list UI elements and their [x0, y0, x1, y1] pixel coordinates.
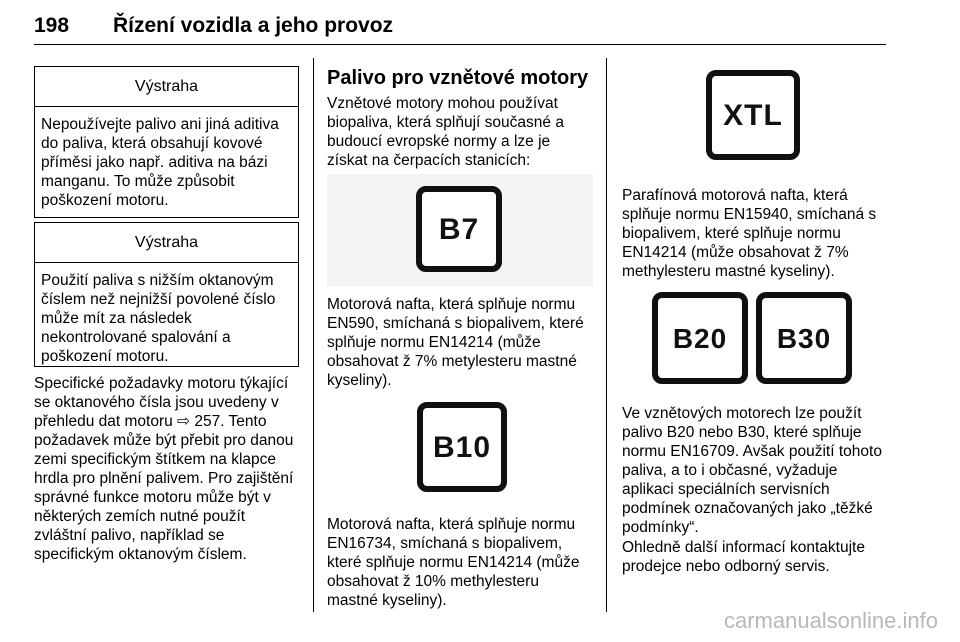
b7-description: Motorová nafta, která splňuje normu EN59… [327, 296, 584, 389]
xtl-label-icon: XTL [706, 70, 800, 160]
warning-text: Nepoužívejte palivo ani jiná aditiva do … [41, 116, 279, 209]
b10-description: Motorová nafta, která splňuje normu EN16… [327, 516, 580, 609]
section-heading: Palivo pro vznětové motory [327, 67, 589, 89]
contact-note: Ohledně další informací kontaktujte prod… [622, 539, 865, 575]
column-divider [313, 58, 314, 612]
column-middle: Palivo pro vznětové motory Vznětové moto… [327, 58, 593, 609]
b10-label-icon: B10 [417, 402, 507, 492]
warning-text: Použití paliva s nižším oktanovým číslem… [41, 272, 276, 365]
warning-heading: Výstraha [35, 223, 298, 263]
xtl-figure: XTL [622, 68, 886, 166]
warning-box: Výstraha Použití paliva s nižším oktanov… [34, 222, 299, 367]
column-divider [606, 58, 607, 612]
xtl-description: Parafínová motorová nafta, která splňuje… [622, 187, 877, 280]
watermark: carmanualsonline.info [723, 608, 938, 633]
warning-box: Výstraha Nepoužívejte palivo ani jiná ad… [34, 66, 299, 218]
b7-label-icon: B7 [416, 186, 502, 272]
b20-b30-figure: B20 B30 [622, 290, 886, 390]
warning-heading: Výstraha [35, 67, 298, 107]
b7-figure: B7 [327, 174, 593, 286]
b20-label-icon: B20 [652, 292, 748, 384]
b30-label-icon: B30 [756, 292, 852, 384]
page-number: 198 [34, 14, 70, 37]
b20-b30-description: Ve vznětových motorech lze použít palivo… [622, 405, 882, 536]
diesel-intro: Vznětové motory mohou používat biopaliva… [327, 95, 564, 169]
chapter-title: Řízení vozidla a jeho provoz [113, 14, 394, 37]
b10-figure: B10 [327, 398, 593, 508]
octane-paragraph: Specifické požadavky motoru týkající se … [34, 375, 294, 563]
page-header: 198 Řízení vozidla a jeho provoz [34, 14, 886, 45]
